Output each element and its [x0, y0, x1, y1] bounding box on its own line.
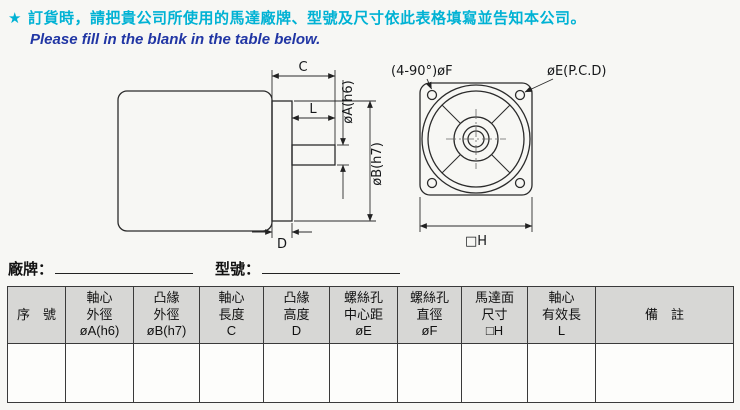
spec-cell	[133, 343, 200, 403]
col-shaft-length: 軸心 長度 C	[199, 286, 264, 344]
col-screw-dia: 螺絲孔 直徑 øF	[397, 286, 462, 344]
flange-face	[419, 82, 533, 196]
header-line: D	[291, 323, 302, 339]
spec-cell	[263, 343, 330, 403]
dim-a-label: øA(h6)	[341, 80, 356, 124]
screw-hole	[426, 177, 438, 189]
spec-cell	[199, 343, 264, 403]
front-view-dimensions	[419, 78, 554, 232]
header-line: 備 註	[644, 306, 684, 322]
header-line: L	[557, 323, 566, 339]
center-lines	[446, 109, 506, 169]
header-line: 序 號	[16, 306, 56, 322]
flange-outer-circle	[421, 84, 531, 194]
col-screw-pcd: 螺絲孔 中心距 øE	[329, 286, 398, 344]
screw-holes-label: (4-90°)øF	[391, 64, 453, 79]
dim-d-label: D	[277, 237, 287, 252]
side-view	[117, 90, 336, 232]
header-line: 馬達面	[474, 290, 514, 306]
spec-cell	[527, 343, 596, 403]
header-line: 尺寸	[481, 306, 508, 322]
spec-table: 序 號 軸心 外徑 øA(h6) 凸緣 外徑 øB(h7) 軸心 長度 C	[7, 286, 734, 403]
header-line: 凸緣	[153, 290, 180, 306]
heading-zh-text: 訂貨時，請把貴公司所使用的馬達廠牌、型號及尺寸依此表格填寫並告知本公司。	[27, 10, 586, 27]
model-label: 型號：	[215, 261, 261, 278]
motor-body	[117, 90, 273, 232]
col-remarks: 備 註	[595, 286, 734, 344]
spokes	[441, 104, 511, 174]
header-line: 有效長	[541, 306, 581, 322]
col-flange-od: 凸緣 外徑 øB(h7)	[133, 286, 200, 344]
side-view-dimensions	[252, 70, 376, 238]
header-line: øF	[421, 323, 438, 339]
screw-hole	[514, 89, 526, 101]
screw-hole	[514, 177, 526, 189]
col-flange-height: 凸緣 高度 D	[263, 286, 330, 344]
star-icon: ★	[8, 10, 22, 27]
face-size-label: □H	[465, 234, 487, 249]
pcd-label: øE(P.C.D)	[547, 64, 606, 79]
heading-zh: ★ 訂貨時，請把貴公司所使用的馬達廠牌、型號及尺寸依此表格填寫並告知本公司。	[8, 7, 586, 28]
col-shaft-eff-length: 軸心 有效長 L	[527, 286, 596, 344]
screw-hole	[426, 89, 438, 101]
col-face-size: 馬達面 尺寸 □H	[461, 286, 528, 344]
header-line: øA(h6)	[79, 323, 120, 339]
technical-drawings: C L øA(h6) øB(h7) D	[117, 60, 606, 252]
col-serial: 序 號	[7, 286, 66, 344]
header-line: 直徑	[416, 306, 443, 322]
spec-cell	[397, 343, 462, 403]
brand-label: 廠牌：	[8, 261, 54, 278]
motor-flange	[271, 100, 293, 222]
spec-cell	[7, 343, 66, 403]
front-view-labels: (4-90°)øF øE(P.C.D) □H	[391, 64, 606, 249]
header-line: 外徑	[86, 306, 113, 322]
spec-cell	[595, 343, 734, 403]
header-line: 軸心	[86, 290, 113, 306]
brand-blank	[55, 260, 194, 274]
header-line: 軸心	[218, 290, 245, 306]
dim-c-label: C	[298, 60, 307, 75]
spec-cell	[65, 343, 134, 403]
flange-inner-circle	[427, 90, 525, 188]
header-line: 外徑	[153, 306, 180, 322]
header-line: 螺絲孔	[409, 290, 449, 306]
header-line: øE	[355, 323, 372, 339]
dim-b-label: øB(h7)	[370, 142, 385, 186]
header-line: øB(h7)	[146, 323, 187, 339]
header-line: □H	[485, 323, 504, 339]
motor-shaft	[291, 144, 336, 166]
header-line: 螺絲孔	[343, 290, 383, 306]
col-shaft-od: 軸心 外徑 øA(h6)	[65, 286, 134, 344]
side-view-labels: C L øA(h6) øB(h7) D	[277, 60, 385, 252]
heading-en: Please fill in the blank in the table be…	[30, 31, 321, 48]
header-line: 中心距	[343, 306, 383, 322]
model-blank	[262, 260, 401, 274]
dim-l-label: L	[309, 102, 317, 117]
front-view	[419, 82, 533, 196]
header-line: 軸心	[548, 290, 575, 306]
spec-cell	[461, 343, 528, 403]
header-line: 凸緣	[283, 290, 310, 306]
table-header-row: 序 號 軸心 外徑 øA(h6) 凸緣 外徑 øB(h7) 軸心 長度 C	[7, 286, 734, 344]
brand-model-line: 廠牌： 型號：	[8, 258, 401, 279]
table-row	[7, 343, 734, 403]
header-line: 高度	[283, 306, 310, 322]
header-line: C	[226, 323, 237, 339]
header-line: 長度	[218, 306, 245, 322]
spec-cell	[329, 343, 398, 403]
